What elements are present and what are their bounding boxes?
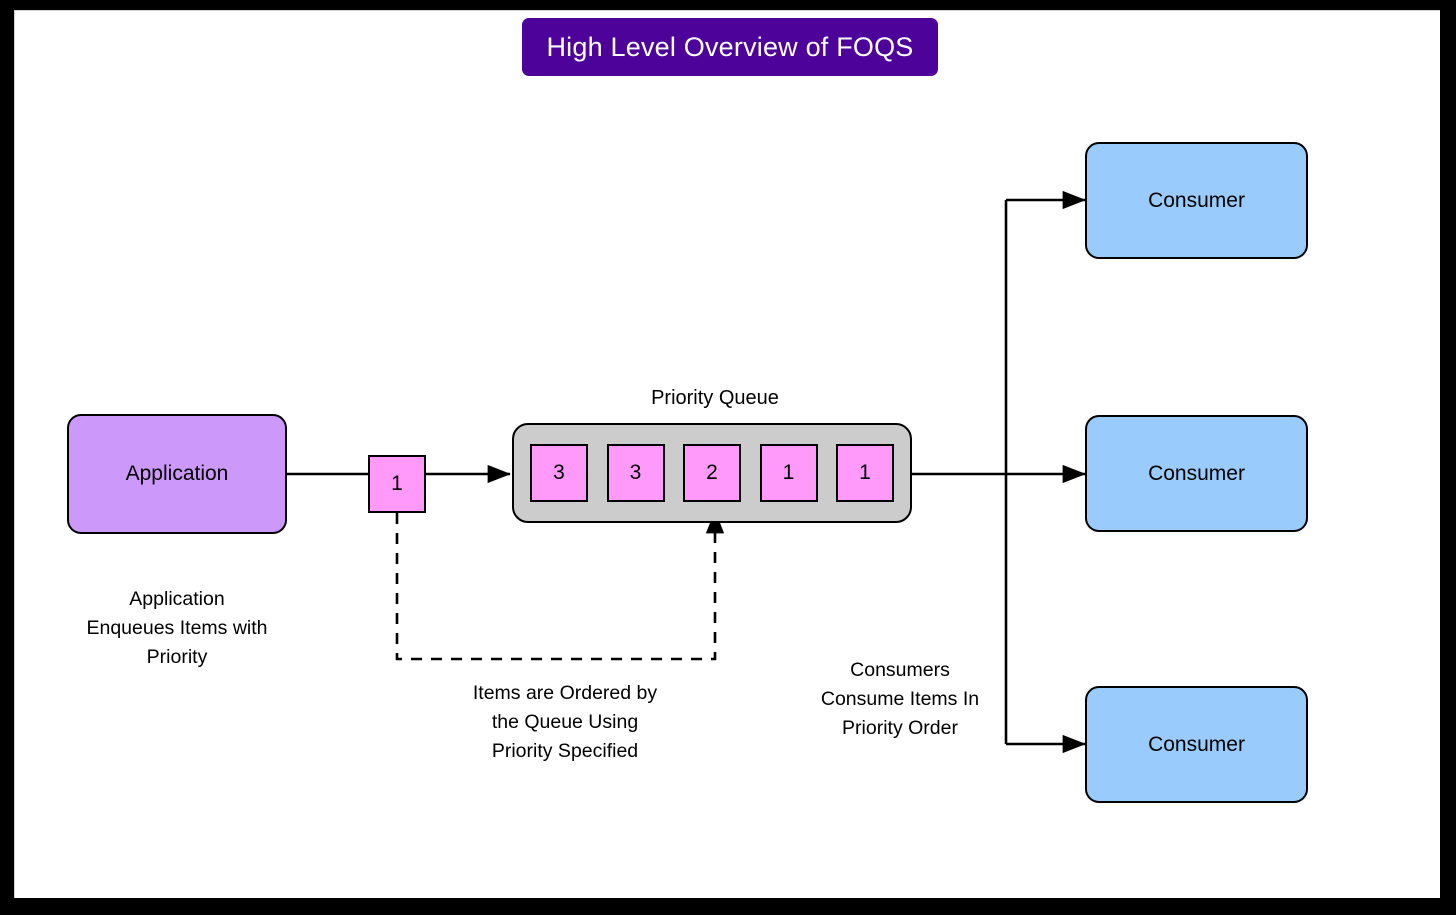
queue-slot-priority: 3 <box>553 461 565 484</box>
node-application-label: Application <box>125 462 229 485</box>
queue-slot[interactable]: 3 <box>606 444 665 502</box>
node-priority-queue[interactable]: 3 3 2 1 1 <box>512 423 912 523</box>
node-consumer-3[interactable]: Consumer <box>1085 686 1308 803</box>
node-enqueued-item[interactable]: 1 <box>368 455 426 513</box>
node-application[interactable]: Application <box>67 414 287 534</box>
queue-slot[interactable]: 3 <box>530 444 588 502</box>
queue-slot-priority: 1 <box>782 461 795 484</box>
node-consumer-2[interactable]: Consumer <box>1085 415 1308 532</box>
page-title: High Level Overview of FOQS <box>546 31 914 62</box>
queue-slot-priority: 2 <box>706 461 718 484</box>
caption-consumers: Consumers Consume Items In Priority Orde… <box>820 659 980 739</box>
node-consumer-3-label: Consumer <box>1148 732 1245 756</box>
caption-application: Application Enqueues Items with Priority <box>86 588 268 668</box>
label-priority-queue: Priority Queue <box>651 387 779 409</box>
queue-slot-priority: 1 <box>859 461 871 484</box>
queue-slot-priority: 3 <box>629 461 642 484</box>
node-consumer-1[interactable]: Consumer <box>1085 142 1308 259</box>
node-consumer-1-label: Consumer <box>1148 188 1245 212</box>
queue-slot[interactable]: 1 <box>836 444 894 502</box>
node-enqueued-item-label: 1 <box>391 472 403 495</box>
node-consumer-2-label: Consumer <box>1148 461 1245 485</box>
caption-queue-ordering: Items are Ordered by the Queue Using Pri… <box>472 682 658 762</box>
diagram-canvas: High Level Overview of FOQS Application … <box>14 10 1440 898</box>
queue-slot[interactable]: 1 <box>759 444 818 502</box>
diagram-title-banner: High Level Overview of FOQS <box>522 18 938 76</box>
queue-slot[interactable]: 2 <box>683 444 741 502</box>
edge-item-priority-to-slot <box>395 509 725 661</box>
